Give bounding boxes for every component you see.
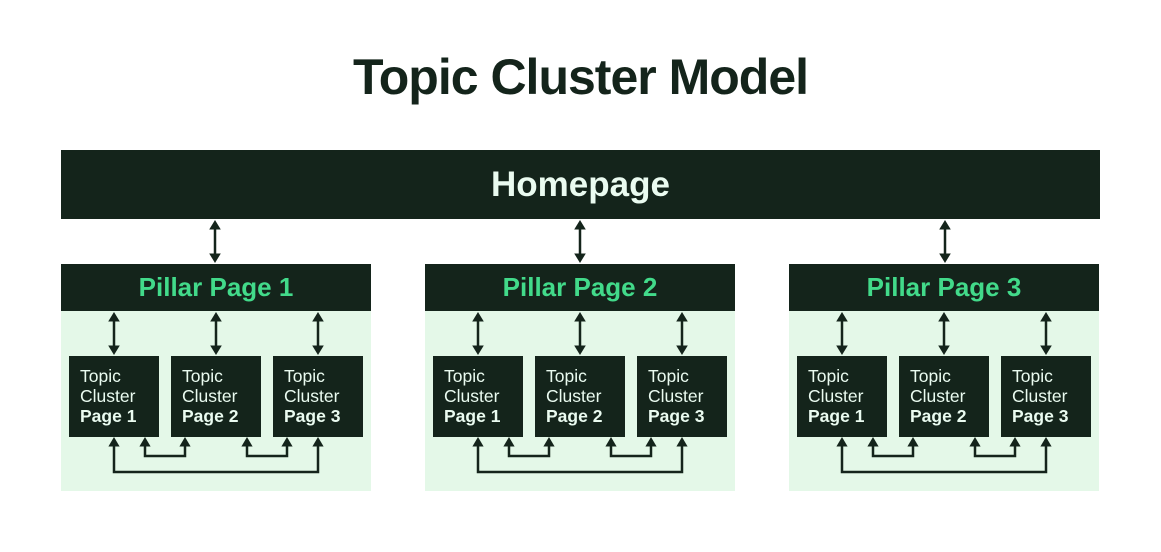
- box-line: Topic: [546, 366, 587, 386]
- topic-cluster-box: Topic Cluster Page 1: [433, 356, 523, 437]
- double-arrow-icon: [208, 219, 222, 264]
- topic-cluster-box: Topic Cluster Page 2: [899, 356, 989, 437]
- pillar-header: Pillar Page 2: [425, 264, 735, 311]
- box-line: Topic: [808, 366, 849, 386]
- double-arrow-icon: [471, 311, 485, 356]
- pillar-title: Pillar Page 2: [502, 272, 658, 302]
- box-page-label: Page 2: [910, 406, 967, 426]
- homepage-node: Homepage: [61, 150, 1100, 219]
- box-page-label: Page 3: [1012, 406, 1069, 426]
- box-line: Cluster: [648, 386, 704, 406]
- topic-cluster-box: Topic Cluster Page 2: [171, 356, 261, 437]
- box-page-label: Page 1: [444, 406, 501, 426]
- double-arrow-icon: [938, 219, 952, 264]
- box-line: Cluster: [1012, 386, 1068, 406]
- double-arrow-icon: [107, 311, 121, 356]
- double-arrow-icon: [937, 311, 951, 356]
- box-line: Topic: [1012, 366, 1053, 386]
- double-arrow-icon: [573, 219, 587, 264]
- box-line: Topic: [648, 366, 689, 386]
- pillar-section-3: Pillar Page 3 Topic Cluster Page 1 Topic…: [789, 264, 1099, 491]
- u-connector-icon: [471, 437, 689, 474]
- box-page-label: Page 3: [284, 406, 341, 426]
- box-line: Cluster: [546, 386, 602, 406]
- box-line: Topic: [182, 366, 223, 386]
- double-arrow-icon: [311, 311, 325, 356]
- box-line: Cluster: [808, 386, 864, 406]
- topic-cluster-box: Topic Cluster Page 3: [637, 356, 727, 437]
- box-page-label: Page 3: [648, 406, 705, 426]
- box-line: Topic: [444, 366, 485, 386]
- homepage-label: Homepage: [491, 164, 670, 204]
- double-arrow-icon: [835, 311, 849, 356]
- topic-cluster-box: Topic Cluster Page 1: [69, 356, 159, 437]
- topic-cluster-box: Topic Cluster Page 1: [797, 356, 887, 437]
- box-line: Cluster: [444, 386, 500, 406]
- box-page-label: Page 2: [182, 406, 239, 426]
- u-connector-icon: [107, 437, 325, 474]
- topic-cluster-box: Topic Cluster Page 3: [273, 356, 363, 437]
- box-page-label: Page 1: [80, 406, 137, 426]
- double-arrow-icon: [573, 311, 587, 356]
- box-page-label: Page 1: [808, 406, 865, 426]
- page-title: Topic Cluster Model: [352, 49, 809, 105]
- box-line: Cluster: [284, 386, 340, 406]
- double-arrow-icon: [209, 311, 223, 356]
- box-line: Topic: [284, 366, 325, 386]
- box-line: Topic: [80, 366, 121, 386]
- box-line: Cluster: [182, 386, 238, 406]
- box-line: Cluster: [910, 386, 966, 406]
- u-connector-icon: [835, 437, 1053, 474]
- box-line: Cluster: [80, 386, 136, 406]
- box-page-label: Page 2: [546, 406, 603, 426]
- pillar-section-1: Pillar Page 1 Topic Cluster Page 1 Topic…: [61, 264, 371, 491]
- topic-cluster-box: Topic Cluster Page 3: [1001, 356, 1091, 437]
- pillar-section-2: Pillar Page 2 Topic Cluster Page 1 Topic…: [425, 264, 735, 491]
- pillar-title: Pillar Page 1: [138, 272, 294, 302]
- box-line: Topic: [910, 366, 951, 386]
- double-arrow-icon: [675, 311, 689, 356]
- topic-cluster-box: Topic Cluster Page 2: [535, 356, 625, 437]
- pillar-title: Pillar Page 3: [866, 272, 1022, 302]
- double-arrow-icon: [1039, 311, 1053, 356]
- pillar-header: Pillar Page 3: [789, 264, 1099, 311]
- pillar-header: Pillar Page 1: [61, 264, 371, 311]
